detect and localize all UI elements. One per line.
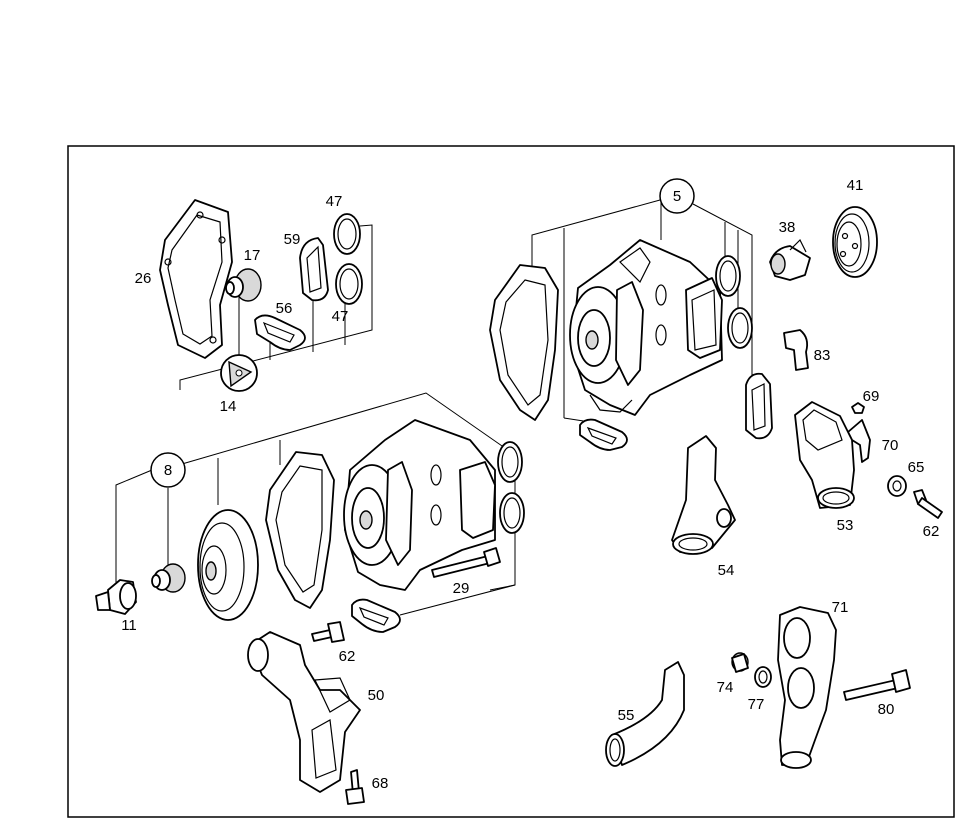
callout-11: 11 <box>121 617 137 634</box>
callout-55: 55 <box>618 707 635 724</box>
plate-14 <box>220 354 258 392</box>
callout-47-bottom: 47 <box>332 308 349 325</box>
gasket-56 <box>254 314 306 351</box>
callout-77: 77 <box>748 696 765 713</box>
callout-26: 26 <box>135 270 152 287</box>
bracket-70 <box>847 419 871 463</box>
pulley-41 <box>832 206 878 278</box>
gasket-5-left <box>489 264 559 421</box>
group-top-left <box>159 199 373 392</box>
callout-50: 50 <box>368 687 385 704</box>
callout-69: 69 <box>863 388 880 405</box>
callout-83: 83 <box>814 347 831 364</box>
group-5 <box>489 195 773 451</box>
diagram-frame <box>67 145 955 818</box>
gasket-59 <box>299 237 329 302</box>
callout-71: 71 <box>832 599 849 616</box>
gasket-5-small <box>579 418 628 451</box>
callout-68: 68 <box>372 775 389 792</box>
callout-65: 65 <box>908 459 925 476</box>
bolt-62-left <box>311 621 345 643</box>
callout-62-left: 62 <box>339 648 356 665</box>
o-ring-8-upper <box>497 441 523 483</box>
washer-77 <box>754 666 772 688</box>
o-ring-5-upper <box>715 255 741 297</box>
thermostat-38 <box>769 238 811 281</box>
group-8 <box>95 392 525 633</box>
gasket-26 <box>159 199 233 359</box>
callout-74: 74 <box>717 679 734 696</box>
gasket-8 <box>265 451 335 609</box>
impeller-8 <box>197 509 259 621</box>
clip-83 <box>783 329 809 371</box>
callout-47-top: 47 <box>326 193 343 210</box>
nut-69 <box>851 402 865 414</box>
callout-70: 70 <box>882 437 899 454</box>
callout-54: 54 <box>718 562 735 579</box>
gasket-5-right <box>745 372 773 440</box>
bolt-80 <box>843 669 911 701</box>
bolt-62-right <box>913 489 943 519</box>
callout-5: 5 <box>673 188 681 205</box>
callout-59: 59 <box>284 231 301 248</box>
water-pump-8 <box>343 419 496 591</box>
seal-17 <box>225 268 262 302</box>
callout-56: 56 <box>276 300 293 317</box>
housing-71 <box>777 606 837 769</box>
seal-8 <box>151 563 186 593</box>
callout-53: 53 <box>837 517 854 534</box>
callout-80: 80 <box>878 701 895 718</box>
bolt-68 <box>345 769 365 805</box>
water-pump-5 <box>569 239 723 416</box>
bolt-29 <box>431 547 501 578</box>
callout-29: 29 <box>453 580 470 597</box>
plug-74 <box>731 652 749 673</box>
manifold-50 <box>247 631 361 793</box>
callout-8: 8 <box>164 462 172 479</box>
o-ring-8-lower <box>499 492 525 534</box>
callout-62-right: 62 <box>923 523 940 540</box>
washer-65 <box>887 475 907 497</box>
o-ring-5-lower <box>727 307 753 349</box>
callout-41: 41 <box>847 177 864 194</box>
group-marker-8 <box>150 452 186 488</box>
elbow-53 <box>794 401 855 509</box>
hose-55 <box>605 661 685 767</box>
callout-38: 38 <box>779 219 796 236</box>
callout-17: 17 <box>244 247 261 264</box>
o-ring-47-top <box>333 213 361 255</box>
sleeve-11 <box>95 579 137 615</box>
elbow-54 <box>671 435 736 555</box>
o-ring-47-bottom <box>335 263 363 305</box>
group-marker-5 <box>659 178 695 214</box>
callout-14: 14 <box>220 398 237 415</box>
gasket-8-small <box>351 598 401 633</box>
